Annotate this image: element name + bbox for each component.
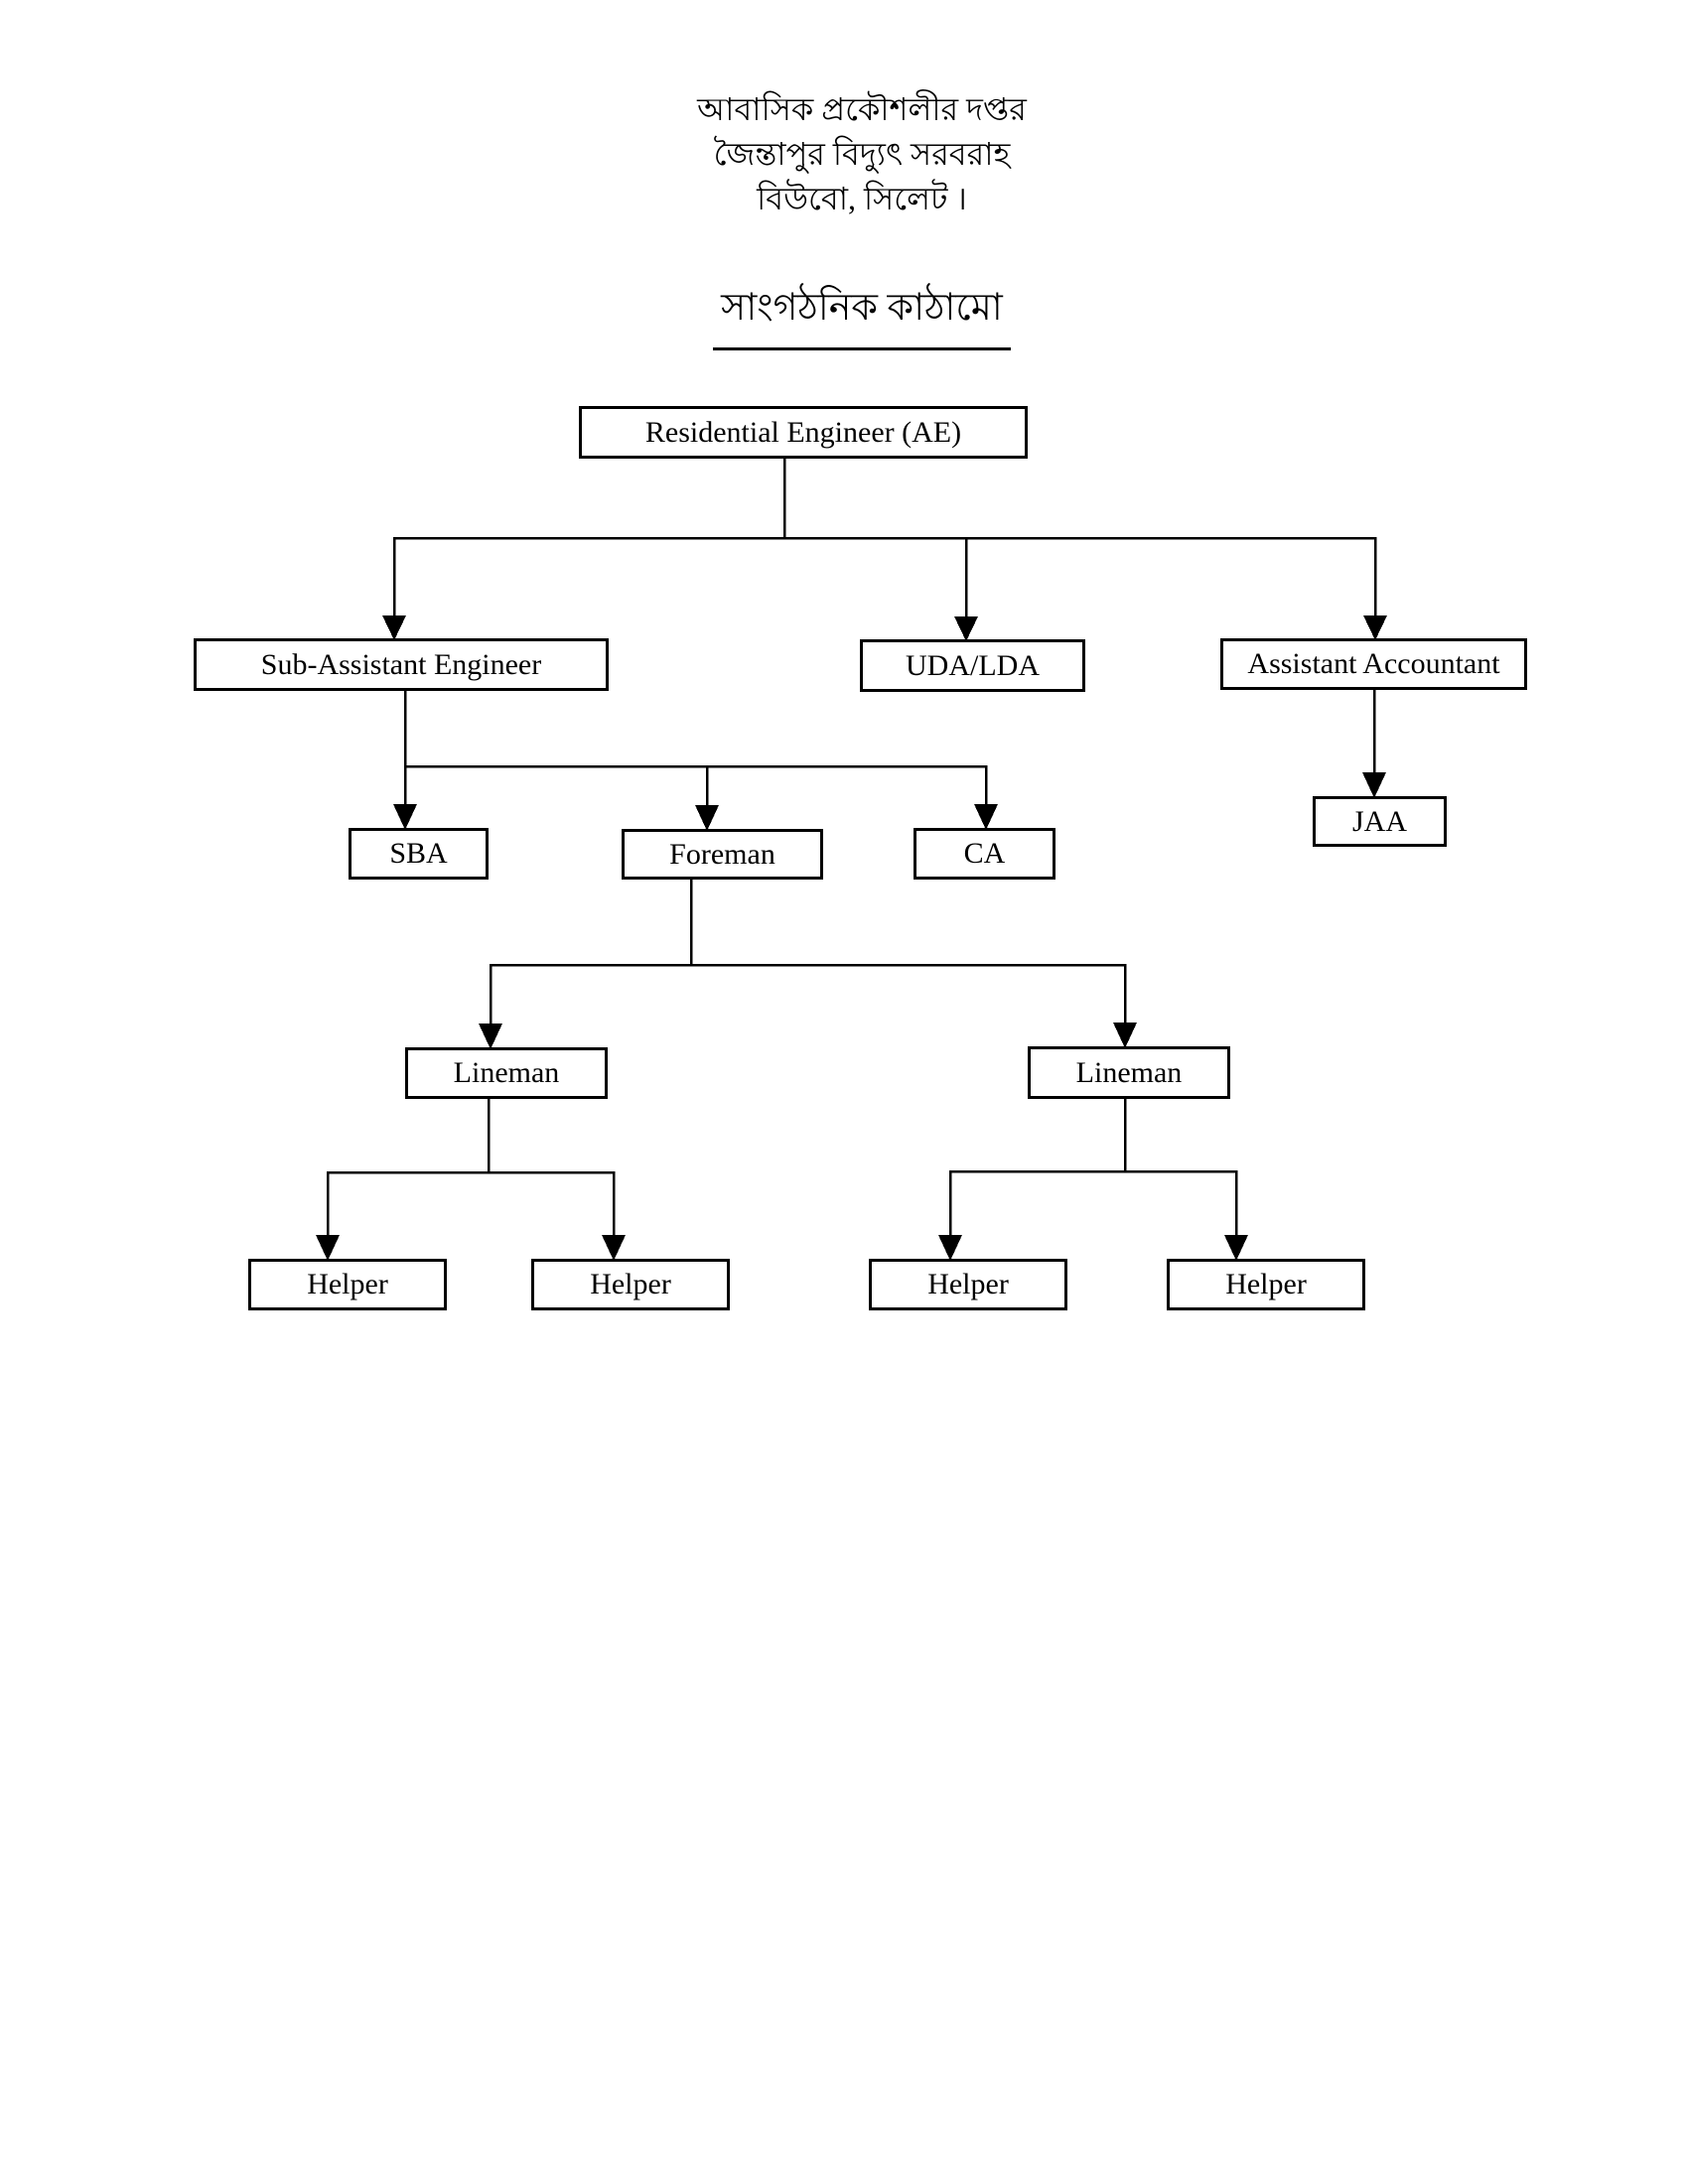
arrowhead-to-ca — [974, 804, 998, 830]
node-lineman-1-label: Lineman — [453, 1056, 560, 1089]
node-jaa: JAA — [1313, 796, 1447, 847]
node-helper-3: Helper — [869, 1259, 1067, 1310]
office-header-line-3: বিউবো, সিলেট । — [757, 181, 967, 216]
arrowhead-to-lineman-2 — [1113, 1023, 1137, 1048]
connector-assistant-accountant-to-jaa — [1362, 690, 1386, 798]
node-uda-lda-label: UDA/LDA — [906, 648, 1040, 682]
node-residential-engineer: Residential Engineer (AE) — [579, 406, 1028, 459]
arrowhead-to-sba — [393, 804, 417, 830]
node-sub-assistant-engineer-label: Sub-Assistant Engineer — [260, 647, 542, 681]
arrowhead-to-helper-3 — [938, 1235, 962, 1261]
node-ca-label: CA — [963, 837, 1006, 870]
node-helper-4-label: Helper — [1225, 1268, 1307, 1300]
connector-sub-assistant-to-children — [393, 691, 998, 831]
node-jaa-label: JAA — [1351, 804, 1407, 838]
arrowhead-to-assistant-accountant — [1363, 615, 1387, 640]
page-title: সাংগঠনিক কাঠামো — [18, 278, 1688, 350]
office-header-line-1: আবাসিক প্রকৌশলীর দপ্তর — [697, 91, 1027, 127]
node-sba-label: SBA — [389, 837, 448, 870]
connector-lineman2-to-helpers — [938, 1099, 1248, 1261]
node-lineman-2-label: Lineman — [1075, 1055, 1183, 1089]
arrowhead-to-lineman-1 — [479, 1024, 502, 1049]
node-helper-1-label: Helper — [307, 1268, 388, 1300]
office-header: আবাসিক প্রকৌশলীর দপ্তর জৈন্তাপুর বিদ্যুৎ… — [18, 87, 1688, 221]
arrowhead-to-jaa — [1362, 772, 1386, 798]
arrowhead-to-helper-2 — [602, 1235, 626, 1261]
node-lineman-1: Lineman — [405, 1047, 608, 1099]
arrowhead-to-helper-1 — [316, 1235, 340, 1261]
office-header-line-2: জৈন্তাপুর বিদ্যুৎ সরবরাহ — [713, 136, 1011, 172]
arrowhead-to-helper-4 — [1224, 1235, 1248, 1261]
arrowhead-to-uda-lda — [954, 616, 978, 641]
page-title-text: সাংগঠনিক কাঠামো — [713, 278, 1011, 350]
arrowhead-to-foreman — [695, 805, 719, 831]
connector-lineman1-to-helpers — [316, 1099, 626, 1261]
node-sub-assistant-engineer: Sub-Assistant Engineer — [194, 638, 609, 691]
node-assistant-accountant: Assistant Accountant — [1220, 638, 1527, 690]
node-ca: CA — [914, 828, 1055, 880]
connector-foreman-to-linemen — [479, 880, 1137, 1049]
node-sba: SBA — [349, 828, 489, 880]
node-helper-4: Helper — [1167, 1259, 1365, 1310]
node-helper-3-label: Helper — [927, 1268, 1009, 1300]
node-uda-lda: UDA/LDA — [860, 639, 1085, 692]
node-foreman: Foreman — [622, 829, 823, 880]
connector-root-to-level2 — [382, 459, 1387, 641]
node-residential-engineer-label: Residential Engineer (AE) — [644, 415, 962, 449]
node-lineman-2: Lineman — [1028, 1046, 1230, 1099]
node-helper-2-label: Helper — [590, 1268, 671, 1300]
node-helper-1: Helper — [248, 1259, 447, 1310]
arrowhead-to-sub-assistant-engineer — [382, 615, 406, 640]
node-helper-2: Helper — [531, 1259, 730, 1310]
node-foreman-label: Foreman — [669, 837, 775, 871]
node-assistant-accountant-label: Assistant Accountant — [1247, 647, 1500, 680]
